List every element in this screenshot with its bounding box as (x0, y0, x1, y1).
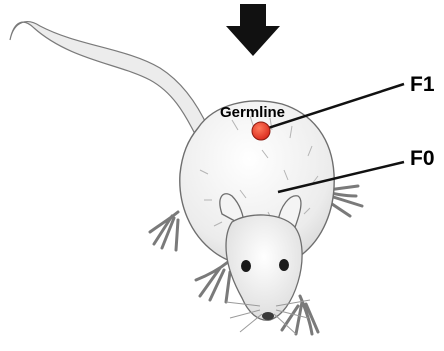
down-arrow-icon (226, 4, 280, 56)
mouse-tail (10, 22, 210, 136)
left-front-foot (196, 262, 230, 302)
mouse-illustration (10, 22, 362, 334)
right-eye (279, 259, 289, 271)
nose (262, 312, 274, 320)
f1-label: F1 (410, 73, 435, 96)
mouse-head (226, 215, 302, 320)
germline-label: Germline (220, 104, 285, 121)
germline-dot (252, 122, 270, 140)
left-hind-foot (150, 212, 178, 250)
f0-label: F0 (410, 147, 435, 170)
left-eye (241, 260, 251, 272)
